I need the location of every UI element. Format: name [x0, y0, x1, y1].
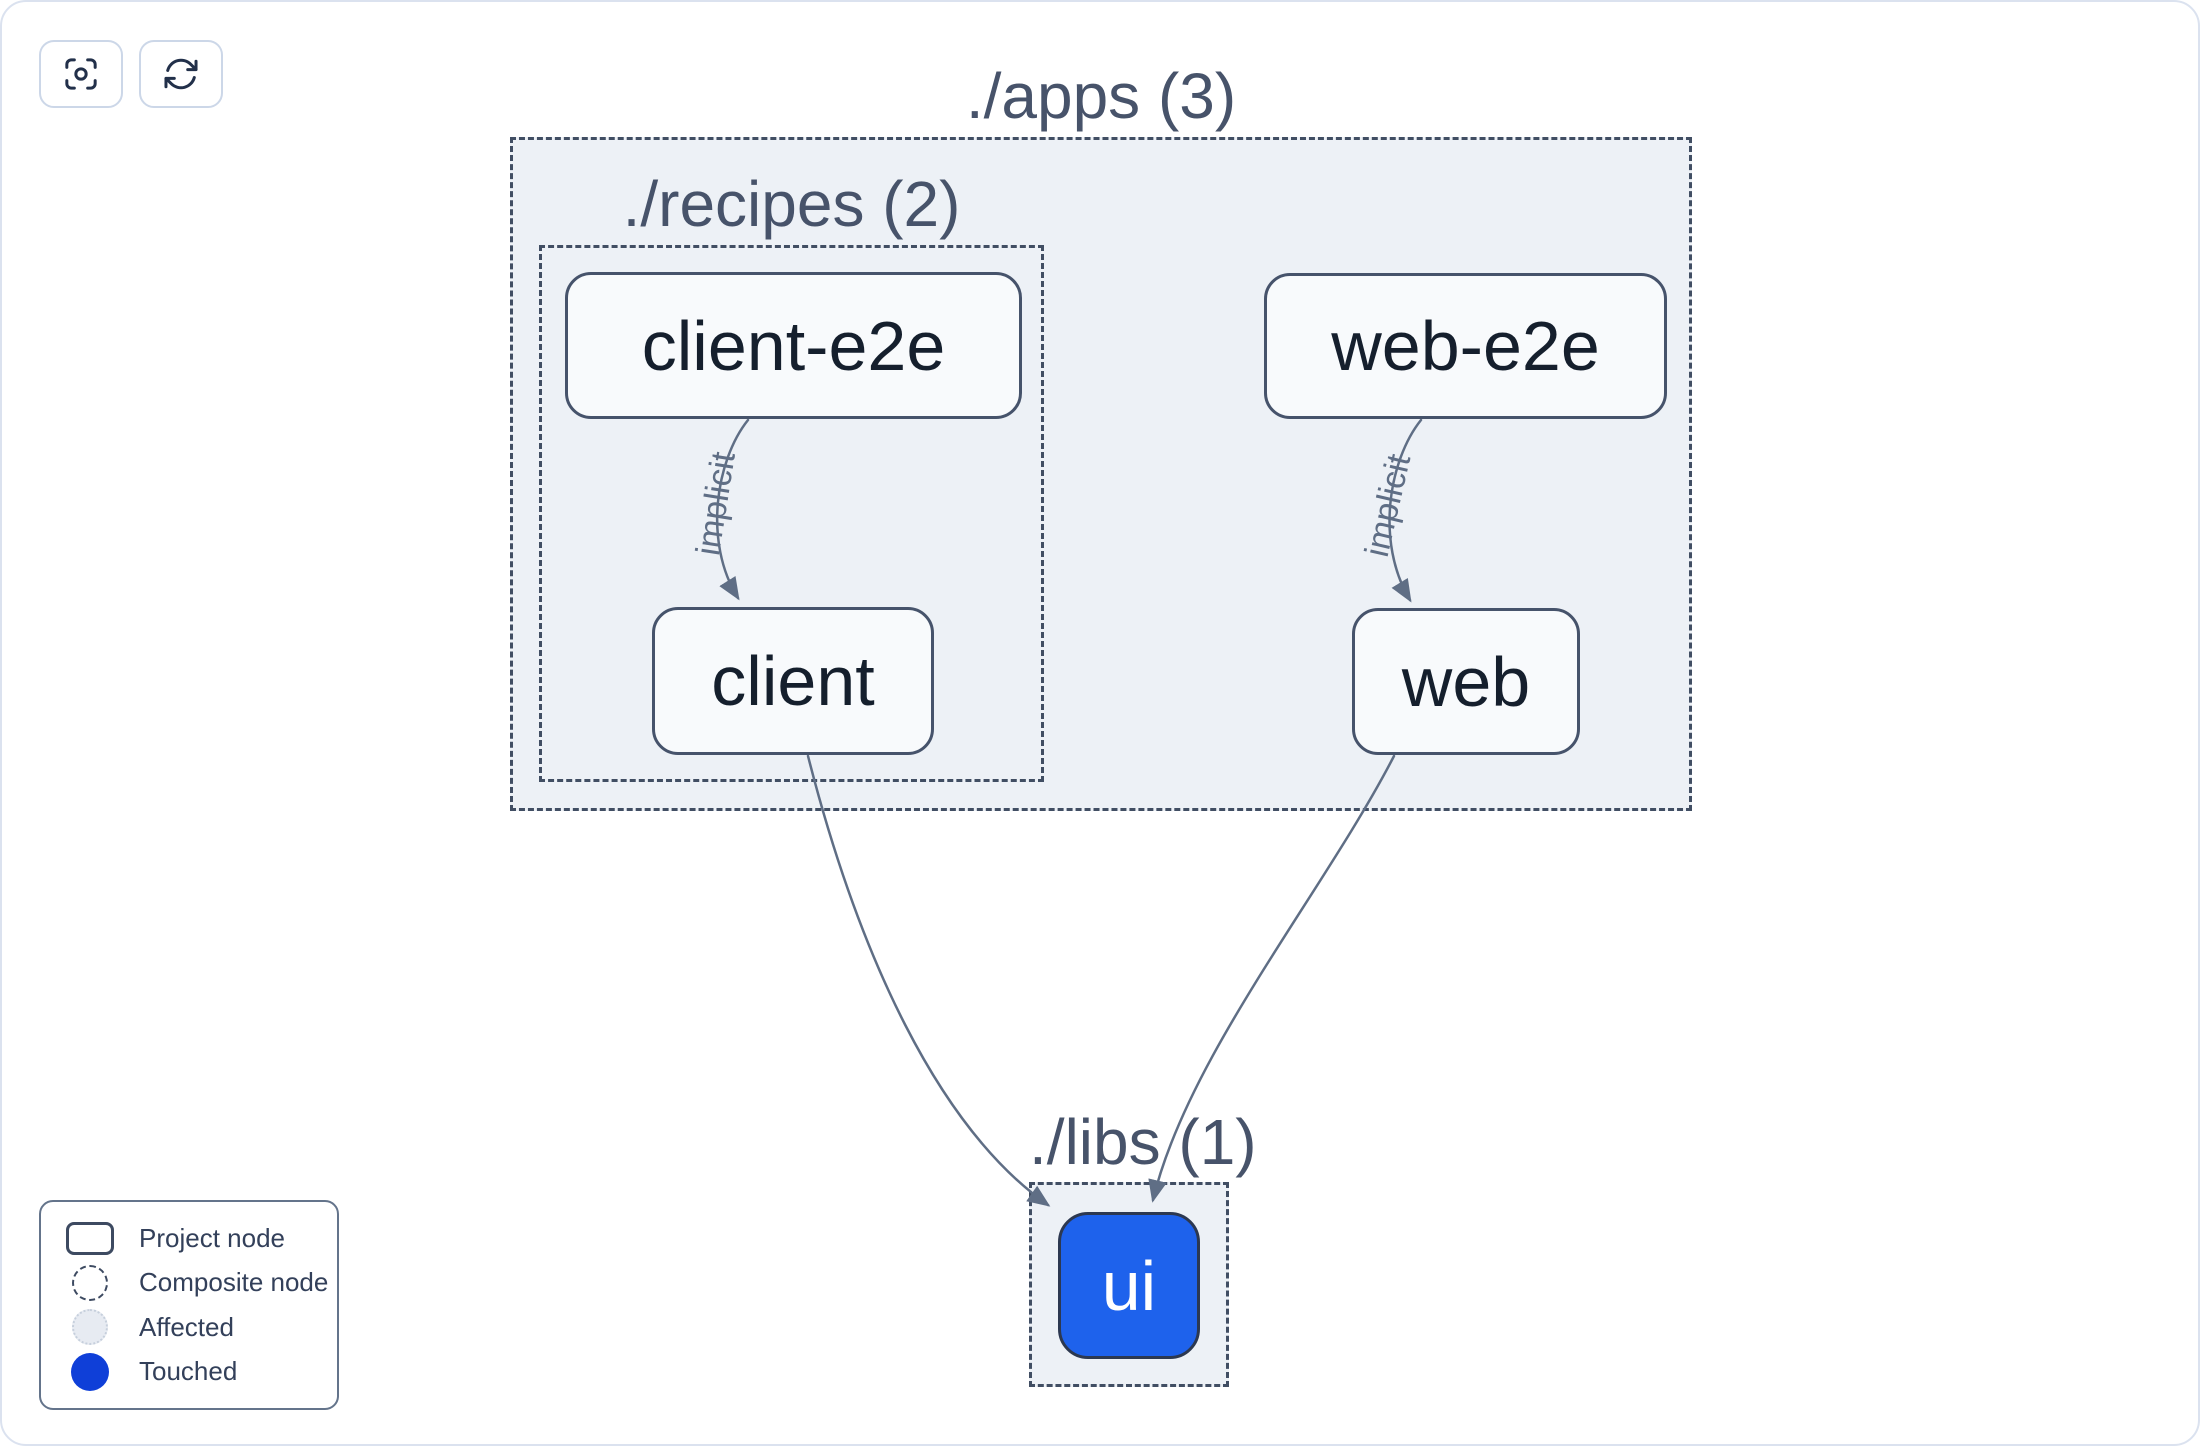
edge-web-e2e-to-web[interactable] [1388, 418, 1423, 603]
legend-label: Composite node [139, 1267, 329, 1298]
node-web[interactable]: web [1352, 608, 1580, 755]
edge-web-to-ui[interactable] [1148, 754, 1396, 1203]
legend-label: Touched [139, 1356, 238, 1387]
touched-swatch [71, 1352, 109, 1391]
legend-label: Affected [139, 1311, 234, 1342]
refresh-icon [164, 58, 198, 90]
legend-item-touched: Touched [41, 1350, 337, 1394]
viewfinder-icon [65, 58, 97, 90]
legend-item-affected: Affected [41, 1305, 337, 1349]
edge-client-e2e-to-client[interactable] [715, 418, 750, 601]
legend: Project node Composite node Affected Tou… [39, 1200, 339, 1410]
legend-item-project-node: Project node [41, 1216, 337, 1260]
composite-node-swatch [72, 1264, 108, 1301]
focus-button[interactable] [39, 40, 123, 108]
edge-client-to-ui[interactable] [806, 754, 1051, 1207]
legend-label: Project node [139, 1222, 285, 1253]
node-client-e2e[interactable]: client-e2e [565, 272, 1022, 419]
legend-item-composite-node: Composite node [41, 1261, 337, 1305]
affected-swatch [72, 1309, 108, 1346]
refresh-button[interactable] [139, 40, 223, 108]
edge-label-implicit-client[interactable]: implicit [689, 449, 743, 558]
edge-label-implicit-web[interactable]: implicit [1358, 450, 1419, 560]
node-ui[interactable]: ui [1058, 1212, 1200, 1359]
node-web-e2e[interactable]: web-e2e [1264, 273, 1667, 419]
project-node-swatch [66, 1221, 114, 1255]
node-client[interactable]: client [652, 607, 934, 755]
